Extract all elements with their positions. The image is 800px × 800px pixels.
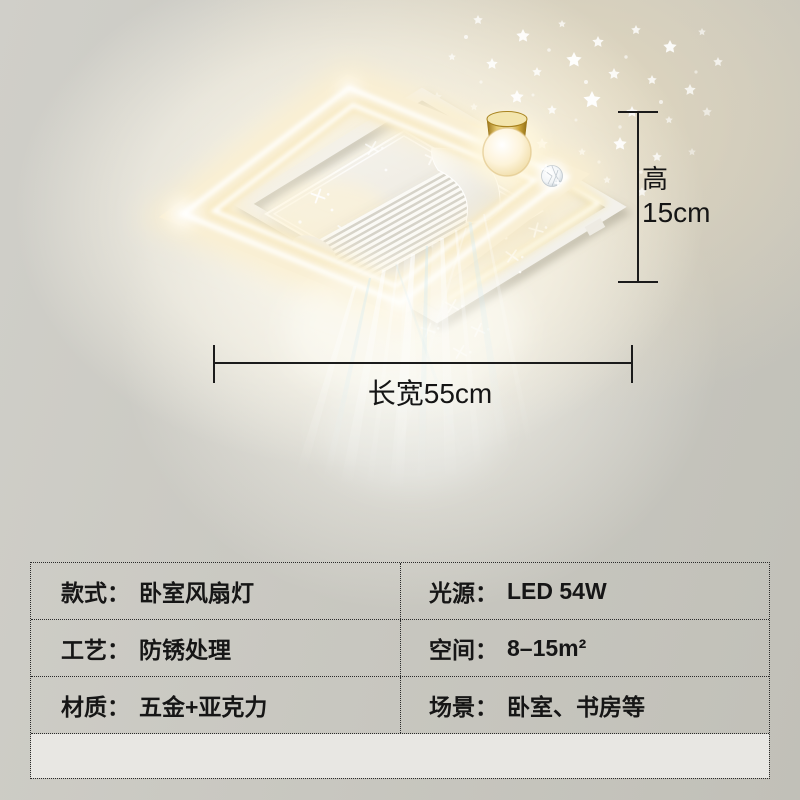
spec-cell-scene: 场景： 卧室、书房等 [400, 677, 769, 733]
fan-slats [316, 160, 494, 292]
spec-cell-light-source: 光源： LED 54W [400, 563, 769, 619]
spec-cell-material: 材质： 五金+亚克力 [31, 677, 400, 733]
height-dimension-label: 高 15cm [642, 163, 710, 229]
spec-value: 卧室风扇灯 [139, 580, 254, 606]
table-row: 工艺： 防锈处理 空间： 8–15m² [31, 620, 769, 677]
crystal-ornament [536, 160, 568, 192]
spec-table: 款式： 卧室风扇灯 光源： LED 54W 工艺： 防锈处理 空间： 8–15m… [30, 562, 770, 779]
width-dimension-label: 长宽55cm [367, 378, 493, 409]
spec-label: 光源： [429, 580, 498, 606]
spec-label: 场景： [429, 694, 498, 720]
spec-value: 五金+亚克力 [139, 694, 268, 720]
table-footer-bar [31, 734, 769, 778]
globe-bulb [471, 111, 543, 186]
spec-label: 空间： [429, 637, 498, 663]
spec-value: 8–15m² [507, 634, 587, 661]
height-value-text: 15cm [642, 197, 711, 228]
height-label-text: 高 [642, 164, 669, 194]
spec-label: 款式： [61, 580, 130, 606]
spec-label: 材质： [61, 694, 130, 720]
table-row: 材质： 五金+亚克力 场景： 卧室、书房等 [31, 677, 769, 734]
ceiling-fan-lamp-photo [139, 15, 723, 495]
spec-value: 卧室、书房等 [507, 694, 645, 720]
table-row: 款式： 卧室风扇灯 光源： LED 54W [31, 563, 769, 620]
spec-value: LED 54W [507, 577, 607, 604]
spec-cell-style: 款式： 卧室风扇灯 [31, 563, 400, 619]
spec-value: 防锈处理 [139, 637, 231, 663]
spec-label: 工艺： [61, 637, 130, 663]
airflow-beams [285, 214, 534, 495]
dimension-lines [213, 111, 658, 383]
spec-cell-space: 空间： 8–15m² [400, 620, 769, 676]
spec-cell-craft: 工艺： 防锈处理 [31, 620, 400, 676]
